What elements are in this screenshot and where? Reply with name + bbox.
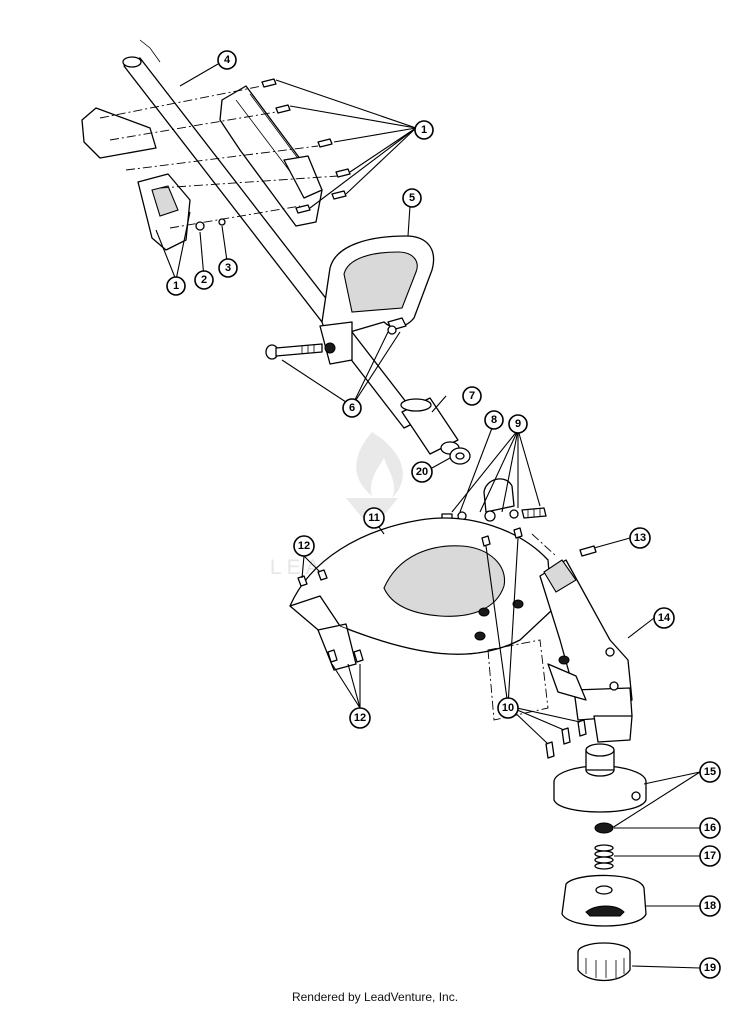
coupler-part-7 — [400, 397, 459, 455]
spool-housing-part-15 — [553, 743, 647, 813]
svg-text:2: 2 — [201, 274, 207, 286]
callout-6: 6 — [342, 398, 362, 418]
callout-20: 20 — [411, 461, 433, 483]
assembly-lines-top — [99, 85, 339, 229]
svg-text:11: 11 — [368, 512, 380, 524]
svg-text:8: 8 — [491, 414, 497, 426]
svg-text:20: 20 — [416, 466, 428, 478]
washer-part-16 — [594, 822, 614, 834]
svg-text:16: 16 — [704, 822, 716, 834]
screws-part-10 — [481, 527, 587, 759]
assist-handle — [319, 235, 435, 365]
handle-housing-left — [81, 107, 191, 251]
svg-text:1: 1 — [421, 124, 427, 136]
svg-text:10: 10 — [502, 702, 514, 714]
callout-4: 4 — [217, 50, 237, 70]
washer-part-3 — [218, 218, 226, 226]
svg-text:3: 3 — [225, 262, 231, 274]
svg-text:12: 12 — [298, 540, 310, 552]
callout-18: 18 — [699, 895, 721, 917]
callout-14: 14 — [653, 607, 675, 629]
callouts: 1 1 2 3 4 5 6 7 8 9 10 1 — [166, 50, 721, 979]
handle-housing-right — [219, 85, 323, 227]
footer-credit: Rendered by LeadVenture, Inc. — [291, 990, 459, 1004]
bump-knob-part-19 — [577, 942, 631, 982]
callout-9: 9 — [508, 414, 528, 434]
callout-1-left: 1 — [166, 276, 186, 296]
callout-3: 3 — [218, 258, 238, 278]
screws-part-12 — [297, 569, 364, 663]
callout-19: 19 — [699, 957, 721, 979]
assembly-lines-head — [487, 533, 557, 721]
svg-text:12: 12 — [354, 712, 366, 724]
callout-11: 11 — [363, 507, 385, 529]
svg-text:17: 17 — [704, 850, 716, 862]
spool-part-18 — [561, 874, 647, 927]
bolt-part-6 — [265, 317, 407, 360]
gear-head-part-14 — [539, 545, 633, 743]
callout-8: 8 — [484, 410, 504, 430]
clamp-part-9 — [441, 478, 547, 522]
callout-2: 2 — [194, 270, 214, 290]
callout-5: 5 — [402, 188, 422, 208]
svg-text:7: 7 — [469, 390, 475, 402]
svg-text:15: 15 — [704, 766, 716, 778]
callout-10: 10 — [497, 697, 519, 719]
svg-text:13: 13 — [634, 532, 646, 544]
callout-12-top: 12 — [293, 535, 315, 557]
svg-text:6: 6 — [349, 402, 355, 414]
leader-lines — [155, 63, 701, 969]
screws-part-1 — [261, 78, 351, 214]
nut-part-2 — [195, 221, 205, 231]
callout-13: 13 — [629, 527, 651, 549]
svg-text:1: 1 — [173, 280, 179, 292]
svg-text:19: 19 — [704, 962, 716, 974]
spring-part-17 — [594, 844, 614, 870]
callout-7: 7 — [462, 386, 482, 406]
callout-12-bottom: 12 — [349, 707, 371, 729]
callout-17: 17 — [699, 845, 721, 867]
callout-16: 16 — [699, 817, 721, 839]
washer-part-20 — [449, 447, 471, 465]
grass-shield-part-11 — [289, 517, 553, 671]
svg-text:9: 9 — [515, 418, 521, 430]
callout-15: 15 — [699, 761, 721, 783]
svg-text:5: 5 — [409, 192, 415, 204]
svg-text:14: 14 — [658, 612, 671, 624]
svg-text:4: 4 — [224, 54, 231, 66]
callout-1-top: 1 — [414, 120, 434, 140]
svg-text:18: 18 — [704, 900, 716, 912]
